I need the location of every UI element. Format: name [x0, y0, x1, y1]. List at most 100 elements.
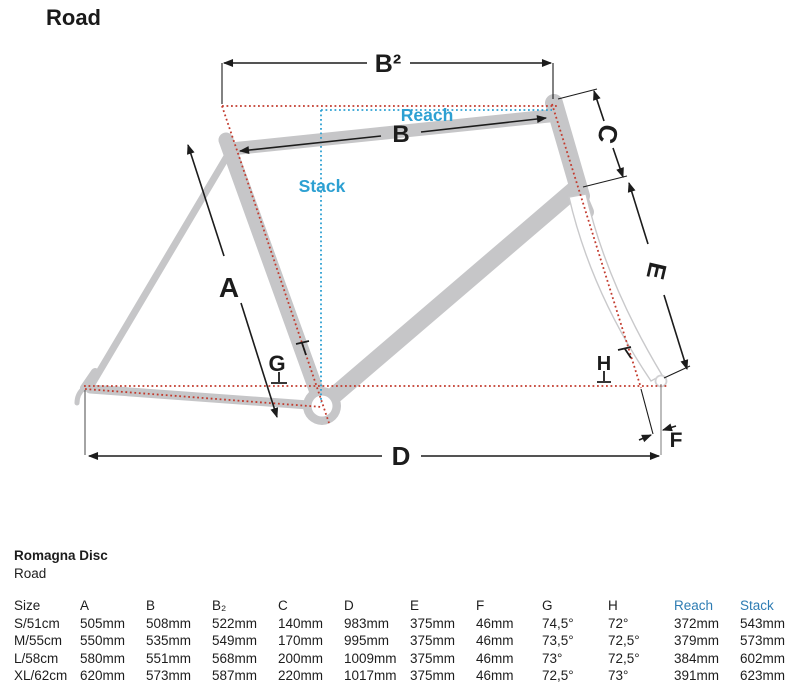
- size-cell: L/58cm: [14, 650, 59, 666]
- top-tube: [224, 109, 556, 156]
- product-category: Road: [14, 566, 47, 581]
- rear-dropout: [80, 368, 99, 392]
- column-header-size: Size: [14, 598, 41, 613]
- table-cell: 73°: [542, 650, 563, 666]
- table-cell: 72,5°: [608, 633, 640, 648]
- table-cell: 46mm: [476, 615, 514, 631]
- table-cell: 995mm: [344, 633, 390, 648]
- table-cell: 372mm: [674, 615, 720, 631]
- column-header-a: A: [80, 598, 90, 613]
- size-cell: M/55cm: [14, 633, 63, 648]
- label-d: D: [392, 441, 411, 471]
- dim-b-line2: [420, 115, 548, 133]
- guide-seat-tube-axis: [221, 105, 330, 424]
- table-cell: 568mm: [212, 650, 258, 666]
- dim-a-line2: [240, 302, 279, 419]
- column-header-reach: Reach: [674, 598, 714, 613]
- table-cell: 587mm: [212, 668, 258, 683]
- fork-blade: [568, 193, 663, 382]
- table-cell: 550mm: [80, 633, 126, 648]
- table-cell: 522mm: [212, 615, 258, 631]
- table-cell: 375mm: [410, 615, 456, 631]
- table-cell: 73,5°: [542, 633, 574, 648]
- column-header-d: D: [344, 598, 354, 613]
- table-cell: 1017mm: [344, 668, 397, 683]
- size-cell: XL/62cm: [14, 668, 68, 683]
- guide-head-tube-axis: [551, 103, 642, 389]
- table-cell: 580mm: [80, 650, 126, 666]
- table-cell: 46mm: [476, 668, 514, 683]
- dim-c-line: [593, 89, 605, 122]
- rear-dropout-hook: [74, 385, 87, 406]
- table-cell: 46mm: [476, 650, 514, 666]
- page-title: Road: [46, 5, 101, 30]
- product-info: Romagna Disc Road: [14, 547, 108, 583]
- table-cell: 620mm: [80, 668, 126, 683]
- dim-a-line: [187, 143, 225, 257]
- table-cell: 375mm: [410, 633, 456, 648]
- table-cell: 543mm: [740, 615, 786, 631]
- geometry-table: Size A B B₂ C D E F G H Reach Stack S/51…: [14, 598, 806, 686]
- angle-tick-h-top: [617, 346, 632, 359]
- seat-stay: [88, 149, 233, 388]
- down-tube: [315, 180, 584, 413]
- table-cell: 1009mm: [344, 650, 397, 666]
- table-row: S/51cm 505mm 508mm 522mm 140mm 983mm 375…: [14, 616, 806, 634]
- label-a: A: [219, 272, 239, 303]
- table-cell: 505mm: [80, 615, 126, 631]
- angle-tick-h-bottom: [597, 371, 611, 383]
- column-header-f: F: [476, 598, 485, 613]
- label-g: G: [268, 351, 285, 376]
- table-header-row: Size A B B₂ C D E F G H Reach Stack: [14, 598, 806, 616]
- table-cell: 74,5°: [542, 615, 574, 631]
- column-header-h: H: [608, 598, 618, 613]
- table-cell: 602mm: [740, 650, 786, 666]
- table-cell: 983mm: [344, 615, 390, 631]
- label-h: H: [597, 353, 611, 375]
- head-tube: [545, 94, 590, 205]
- seat-tube: [218, 132, 330, 414]
- table-cell: 220mm: [278, 668, 324, 683]
- frame-geometry-diagram: B² Reach B Stack A C E G H F D: [74, 50, 691, 471]
- table-cell: 573mm: [740, 633, 786, 648]
- table-cell: 140mm: [278, 615, 324, 631]
- table-cell: 73°: [608, 668, 629, 683]
- table-cell: 623mm: [740, 668, 786, 683]
- table-cell: 72,5°: [608, 650, 640, 666]
- label-c: C: [591, 121, 625, 146]
- dim-f-arrow-right: [661, 423, 677, 432]
- size-cell: S/51cm: [14, 615, 60, 631]
- dim-e-line2: [663, 294, 689, 371]
- table-cell: 72,5°: [542, 668, 574, 683]
- angle-tick-g-bottom: [271, 372, 287, 384]
- column-header-b2: B₂: [212, 598, 227, 613]
- table-cell: 508mm: [146, 615, 192, 631]
- column-header-e: E: [410, 598, 420, 613]
- column-header-stack: Stack: [740, 598, 774, 613]
- label-f: F: [670, 429, 683, 452]
- table-cell: 72°: [608, 615, 629, 631]
- angle-tick-g-top: [295, 340, 310, 356]
- table-row: L/58cm 580mm 551mm 568mm 200mm 1009mm 37…: [14, 651, 806, 669]
- ext-c-bottom: [582, 175, 628, 188]
- column-header-c: C: [278, 598, 288, 613]
- table-row: XL/62cm 620mm 573mm 587mm 220mm 1017mm 3…: [14, 668, 806, 686]
- guide-chainstay-axis: [84, 388, 323, 408]
- column-header-g: G: [542, 598, 553, 613]
- chain-stay: [85, 384, 327, 411]
- table-cell: 549mm: [212, 633, 258, 648]
- label-reach: Reach: [401, 105, 454, 125]
- table-cell: 200mm: [278, 650, 324, 666]
- bottom-bracket-hole: [311, 395, 333, 417]
- table-cell: 46mm: [476, 633, 514, 648]
- dim-c-line2: [612, 147, 624, 179]
- ext-c-top: [557, 88, 598, 100]
- table-cell: 391mm: [674, 668, 720, 683]
- table-cell: 379mm: [674, 633, 720, 648]
- dim-f-arrow-left: [638, 434, 653, 443]
- label-b2: B²: [375, 50, 401, 78]
- ext-fork-axis: [640, 388, 654, 435]
- dim-b-line: [238, 135, 382, 154]
- product-name: Romagna Disc: [14, 548, 108, 563]
